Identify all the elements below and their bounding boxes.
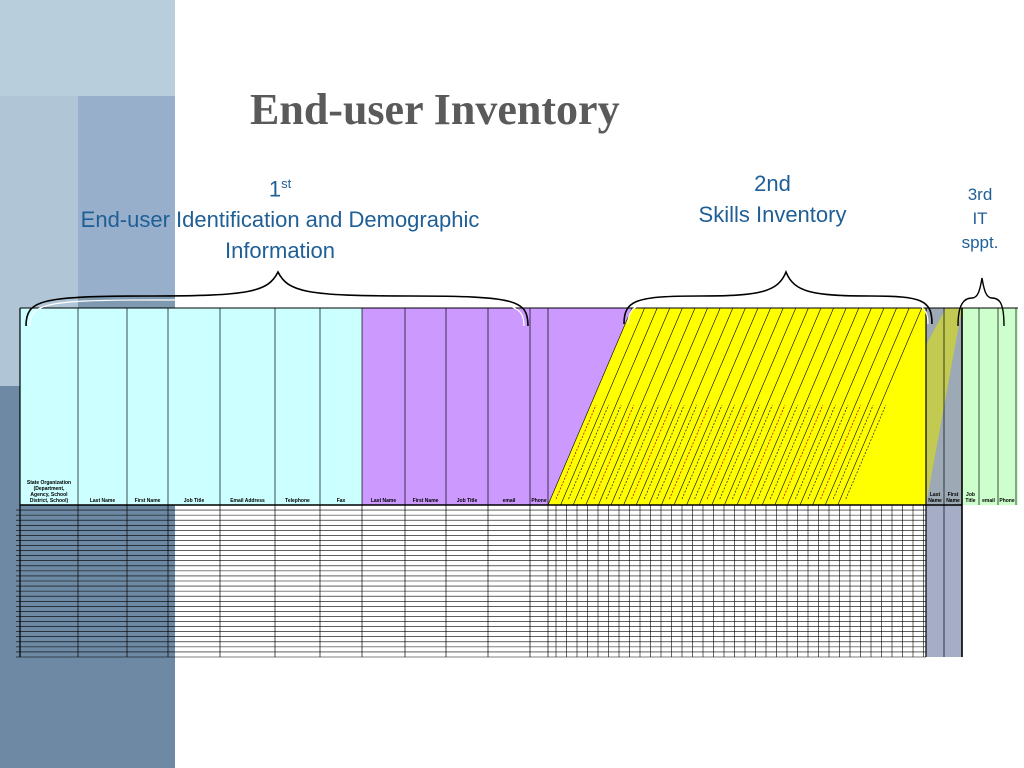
skill-label-text	[845, 404, 887, 500]
skill-label-text	[795, 404, 836, 500]
table-grid	[16, 307, 1018, 658]
skill-label-text	[782, 404, 824, 500]
skill-label-text	[606, 404, 647, 500]
support-column-header: email	[982, 498, 995, 504]
skill-label-text	[832, 404, 874, 500]
skill-diagonal	[698, 307, 784, 506]
skill-label-text	[656, 404, 698, 500]
section-2-line1: Skills Inventory	[698, 202, 847, 227]
skill-label-text	[631, 404, 672, 500]
section-2-number: 2nd	[754, 171, 791, 196]
skill-label-text	[820, 404, 861, 500]
section-1-number: 1	[268, 176, 282, 202]
skill-diagonal	[686, 307, 771, 506]
skill-diagonal	[673, 307, 759, 506]
skill-label-text	[757, 404, 798, 500]
cyan-column-header: Fax	[337, 498, 346, 504]
skill-diagonal	[711, 307, 797, 506]
support-column-header: Phone	[999, 498, 1014, 504]
cyan-header-block	[20, 308, 362, 505]
skill-diagonal	[736, 307, 822, 506]
section-1-line2: Information	[224, 238, 336, 264]
cyan-column-header: State Organization(Department,Agency, Sc…	[27, 480, 71, 504]
skill-label-text	[669, 404, 710, 500]
skill-label-text	[618, 404, 660, 500]
skill-diagonal	[824, 307, 910, 506]
skills-diagonal-labels	[547, 307, 923, 506]
skill-label-text	[706, 404, 748, 500]
skill-diagonal	[585, 307, 671, 506]
skill-diagonal	[837, 307, 923, 506]
yellow-skills-block	[548, 308, 928, 505]
skill-label-text	[807, 404, 849, 500]
section-3-line2: IT	[972, 209, 988, 228]
skill-diagonal	[547, 307, 633, 506]
cyan-column-header: Telephone	[285, 498, 310, 504]
brace-section-1	[25, 270, 529, 327]
skill-diagonal	[635, 307, 721, 506]
purple-column-header: Last Name	[371, 498, 397, 504]
skill-diagonal	[572, 307, 658, 506]
brace-section-2-inner	[627, 276, 929, 325]
background-panel-accent	[78, 96, 175, 296]
table-header-labels: State Organization(Department,Agency, Sc…	[27, 480, 1015, 504]
skill-label-text	[568, 404, 609, 500]
skill-label-text	[694, 404, 735, 500]
section-3-line3: sppt.	[961, 233, 999, 252]
skill-label-text	[593, 404, 635, 500]
section-3-line1: 3rd	[967, 185, 993, 204]
skill-diagonal	[799, 307, 885, 506]
green-header-block	[962, 308, 1018, 505]
brace-section-3	[957, 277, 1005, 327]
skill-diagonal	[560, 307, 645, 506]
skill-diagonal	[761, 307, 847, 506]
section-heading-2: 2nd Skills Inventory	[660, 168, 885, 230]
section-heading-1: 1st End-user Identification and Demograp…	[40, 168, 520, 266]
skill-diagonal	[598, 307, 683, 506]
section-1-line1: End-user Identification and Demographic	[80, 207, 480, 233]
section-1-suffix: st	[281, 176, 292, 191]
skill-label-text	[580, 404, 622, 500]
skill-label-text	[744, 404, 786, 500]
slide-title: End-user Inventory	[250, 85, 620, 134]
skill-diagonal	[749, 307, 834, 506]
purple-column-header: First Name	[413, 498, 439, 504]
purple-column-header: email	[503, 498, 516, 504]
brace-section-2	[623, 269, 933, 325]
purple-column-header: Phone	[531, 498, 546, 504]
skill-label-text	[555, 404, 597, 500]
skill-diagonal	[661, 307, 746, 506]
skill-diagonal	[610, 307, 696, 506]
skill-label-text	[769, 404, 811, 500]
skill-diagonal	[774, 307, 860, 506]
skill-label-text	[719, 404, 761, 500]
purple-column-header: Job Title	[457, 498, 478, 504]
skill-diagonal	[787, 307, 872, 506]
skill-label-text	[732, 404, 773, 500]
skill-diagonal	[623, 307, 708, 506]
cyan-column-header: Email Address	[230, 498, 265, 504]
skill-label-text	[643, 404, 685, 500]
brace-section-1-inner	[29, 276, 525, 327]
skill-diagonal	[724, 307, 809, 506]
cyan-column-header: First Name	[135, 498, 161, 504]
cyan-column-header: Job Title	[184, 498, 205, 504]
section-heading-3: 3rd IT sppt.	[950, 183, 1010, 255]
skill-label-text	[681, 404, 723, 500]
skill-diagonal	[648, 307, 734, 506]
skill-diagonal	[812, 307, 897, 506]
background-panel-top	[0, 0, 175, 96]
cyan-column-header: Last Name	[90, 498, 116, 504]
